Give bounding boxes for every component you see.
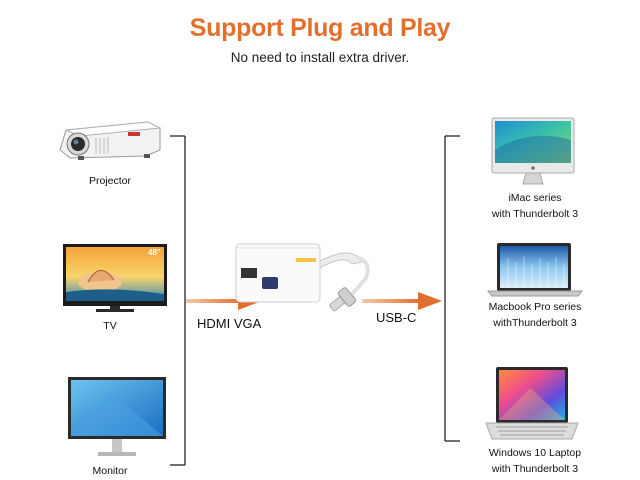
projector-icon	[59, 121, 162, 160]
output-arrow	[362, 292, 442, 310]
device-label-laptop: Windows 10 Laptop with Thunderbolt 3	[464, 445, 606, 477]
device-label-tv: TV	[103, 320, 117, 332]
output-bracket	[444, 135, 460, 442]
input-bracket	[170, 135, 186, 466]
device-label-monitor: Monitor	[92, 465, 128, 477]
input-connector-label: HDMI VGA	[197, 316, 262, 331]
tv-icon	[63, 244, 167, 312]
monitor-icon	[68, 377, 166, 456]
usb-c-adapter-icon	[235, 243, 370, 312]
device-label-projector: Projector	[88, 175, 131, 187]
output-connector-label: USB-C	[376, 310, 417, 325]
device-label-macbook-line1: Macbook Pro series	[488, 301, 582, 313]
macbook-icon	[486, 243, 584, 297]
tv-size-badge: 48"	[148, 248, 161, 257]
device-label-macbook: Macbook Pro series withThunderbolt 3	[464, 299, 606, 331]
imac-icon	[491, 117, 575, 185]
device-label-laptop-line2: with Thunderbolt 3	[491, 463, 579, 475]
device-label-laptop-line1: Windows 10 Laptop	[488, 447, 582, 459]
device-label-imac-line1: iMac series	[508, 192, 562, 204]
device-label-imac-line2: with Thunderbolt 3	[491, 208, 579, 220]
page-title: Support Plug and Play	[189, 14, 451, 42]
page-subtitle: No need to install extra driver.	[230, 50, 410, 65]
device-label-imac: iMac series with Thunderbolt 3	[470, 190, 600, 222]
device-label-macbook-line2: withThunderbolt 3	[493, 317, 577, 329]
laptop-icon	[485, 367, 579, 440]
